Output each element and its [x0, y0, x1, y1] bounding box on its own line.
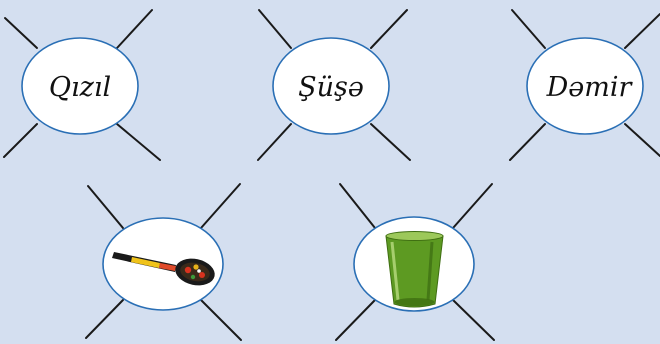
node-ellipse — [272, 37, 390, 135]
node-ellipse — [21, 37, 139, 135]
node-label-iron: Dəmir — [546, 72, 634, 103]
word-web-iron: Dəmir — [509, 9, 660, 161]
green-glass-icon — [385, 231, 444, 308]
wooden-spoon-icon — [112, 252, 215, 286]
spoke-lines — [3, 9, 161, 161]
node-label-glass: Şüşə — [298, 72, 364, 103]
word-web-glass: Şüşə — [257, 9, 411, 161]
spoke-lines — [85, 183, 242, 341]
spoke-lines — [509, 9, 660, 161]
spoke-lines — [257, 9, 411, 161]
spoke-lines — [335, 183, 495, 341]
word-web-green-glass — [335, 183, 495, 341]
node-ellipse — [526, 37, 644, 135]
word-web-spoon — [85, 183, 242, 341]
node-label-gold: Qızıl — [49, 72, 111, 103]
word-web-gold: Qızıl — [3, 9, 161, 161]
